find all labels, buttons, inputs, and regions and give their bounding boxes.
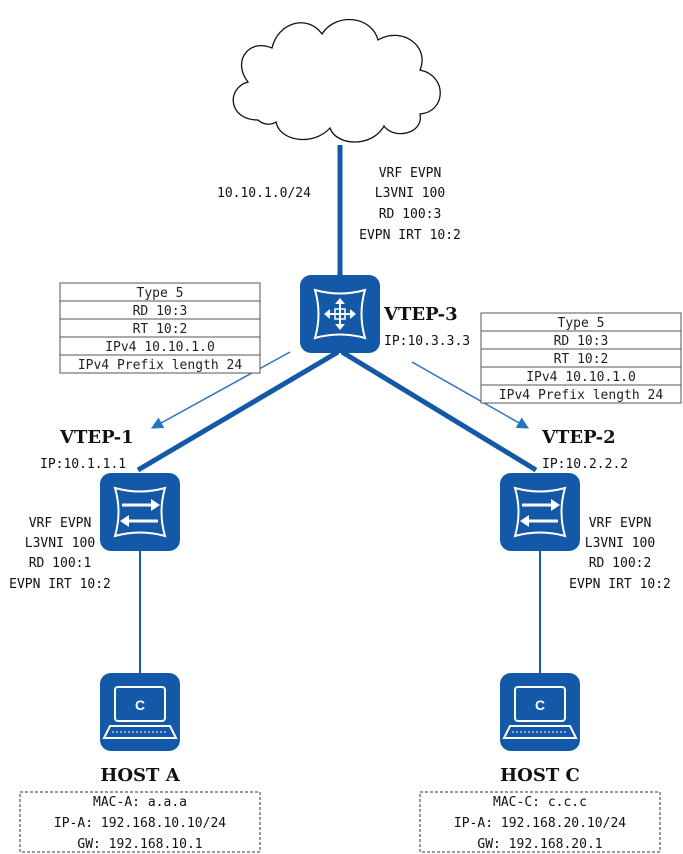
cloud-config-line: L3VNI 100 (375, 186, 445, 201)
vtep2-config-line: VRF EVPN (589, 516, 652, 531)
cloud-config-line: VRF EVPN (379, 166, 442, 181)
host-c-detail-line: IP-A: 192.168.20.10/24 (454, 816, 626, 831)
host-a-name: HOST A (100, 765, 180, 786)
cloud-prefix-label: 10.10.1.0/24 (217, 186, 311, 201)
route-right-row: Type 5 (558, 316, 605, 331)
cloud-config-labels: VRF EVPN L3VNI 100 RD 100:3 EVPN IRT 10:… (359, 166, 461, 243)
host-c-detail-line: MAC-C: c.c.c (493, 795, 587, 810)
host-c-name: HOST C (500, 765, 580, 786)
route-left-row: IPv4 10.10.1.0 (105, 340, 215, 355)
host-c-computer-icon: C (500, 673, 580, 751)
vtep2-config-labels: VRF EVPN L3VNI 100 RD 100:2 EVPN IRT 10:… (569, 516, 671, 592)
vtep1-name: VTEP-1 (59, 427, 134, 448)
host-a-detail-line: MAC-A: a.a.a (93, 795, 187, 810)
host-a-computer-icon: C (100, 673, 180, 751)
vtep2-name: VTEP-2 (541, 427, 616, 448)
vtep1-config-line: VRF EVPN (29, 516, 92, 531)
cloud-config-line: EVPN IRT 10:2 (359, 228, 461, 243)
advertise-arrow-right (411, 361, 530, 429)
route-right-row: RD 10:3 (554, 334, 609, 349)
host-c-details-box (419, 791, 661, 853)
host-a-detail-line: IP-A: 192.168.10.10/24 (54, 816, 226, 831)
vtep1-switch-icon (100, 473, 180, 551)
route-table-left: Type 5 RD 10:3 RT 10:2 IPv4 10.10.1.0 IP… (59, 282, 261, 374)
cloud-config-line: RD 100:3 (379, 207, 442, 222)
link-vtep3-vtep1 (136, 349, 340, 473)
route-right-row: RT 10:2 (554, 352, 609, 367)
route-left-row: IPv4 Prefix length 24 (78, 358, 243, 373)
vtep2-ip: IP:10.2.2.2 (542, 457, 628, 472)
vtep3-name: VTEP-3 (383, 304, 458, 325)
route-left-row: Type 5 (137, 286, 184, 301)
vtep3-ip: IP:10.3.3.3 (384, 334, 470, 349)
vtep1-config-line: EVPN IRT 10:2 (9, 577, 111, 592)
host-c-detail-line: GW: 192.168.20.1 (477, 837, 602, 852)
vtep2-config-line: L3VNI 100 (585, 536, 655, 551)
vtep2-config-line: RD 100:2 (589, 556, 652, 571)
host-a-icon-letter: C (135, 697, 145, 713)
host-c-icon-letter: C (535, 697, 545, 713)
vtep1-config-line: L3VNI 100 (25, 536, 95, 551)
route-left-row: RT 10:2 (133, 322, 188, 337)
vtep3-router-icon (300, 275, 380, 353)
cloud-icon (232, 19, 441, 143)
advertise-arrow-left (150, 351, 291, 429)
vtep1-config-labels: VRF EVPN L3VNI 100 RD 100:1 EVPN IRT 10:… (9, 516, 111, 592)
vtep1-config-line: RD 100:1 (29, 556, 92, 571)
route-table-right: Type 5 RD 10:3 RT 10:2 IPv4 10.10.1.0 IP… (480, 312, 682, 404)
route-right-row: IPv4 10.10.1.0 (526, 370, 636, 385)
vtep1-ip: IP:10.1.1.1 (40, 457, 126, 472)
route-right-row: IPv4 Prefix length 24 (499, 388, 664, 403)
vtep2-switch-icon (500, 473, 580, 551)
vtep2-config-line: EVPN IRT 10:2 (569, 577, 671, 592)
route-left-row: RD 10:3 (133, 304, 188, 319)
link-vtep3-vtep2 (340, 349, 538, 473)
host-a-detail-line: GW: 192.168.10.1 (77, 837, 202, 852)
host-a-details-box (19, 791, 261, 853)
